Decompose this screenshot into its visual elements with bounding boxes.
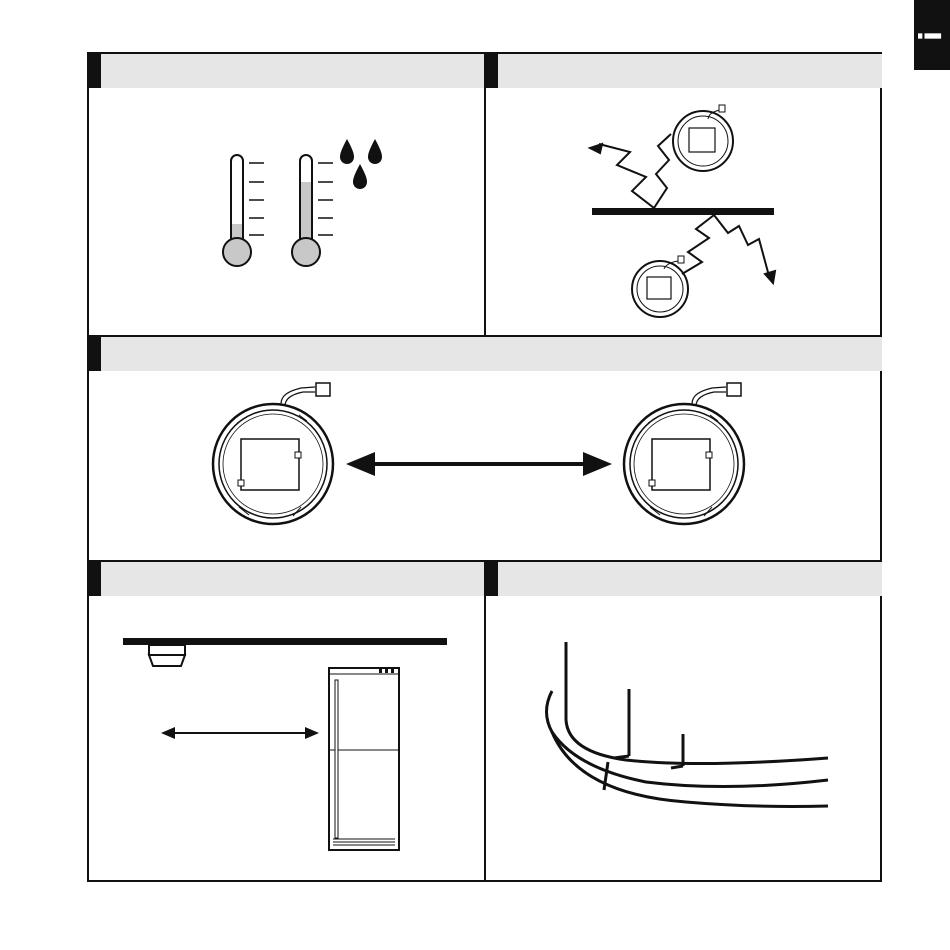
detector-base-icon <box>632 256 688 317</box>
instruction-grid <box>87 52 882 882</box>
panel-appliance-distance <box>89 562 485 880</box>
ceiling-beams-illustration <box>486 562 882 880</box>
panel-ceiling-beams <box>486 562 882 880</box>
radio-wave-icon <box>682 215 775 283</box>
info-icon: i <box>914 21 950 51</box>
detector-base-icon <box>624 383 744 524</box>
refrigerator-icon <box>329 668 399 850</box>
smoke-detector-icon <box>149 645 185 666</box>
climate-illustration <box>89 54 485 336</box>
water-drops-icon <box>340 139 382 189</box>
double-arrow-icon <box>161 727 319 739</box>
appliance-distance-illustration <box>89 562 485 880</box>
detector-spacing-illustration <box>89 337 882 561</box>
panel-climate <box>89 54 485 336</box>
ceiling-icon <box>123 638 447 645</box>
wall-barrier-icon <box>592 208 774 215</box>
grid-divider <box>484 54 486 337</box>
grid-divider <box>484 560 486 880</box>
detector-base-icon <box>213 383 333 524</box>
radio-wave-icon <box>590 134 671 208</box>
detector-base-icon <box>673 105 733 171</box>
thermometer-low-icon <box>223 155 264 266</box>
radio-shielding-illustration <box>486 54 882 336</box>
info-side-tab: i <box>914 0 950 70</box>
thermometer-high-icon <box>292 155 333 266</box>
ceiling-beam-icon <box>547 642 829 807</box>
panel-radio-shielding <box>486 54 882 336</box>
double-arrow-icon <box>346 452 612 476</box>
panel-detector-spacing <box>89 337 882 561</box>
